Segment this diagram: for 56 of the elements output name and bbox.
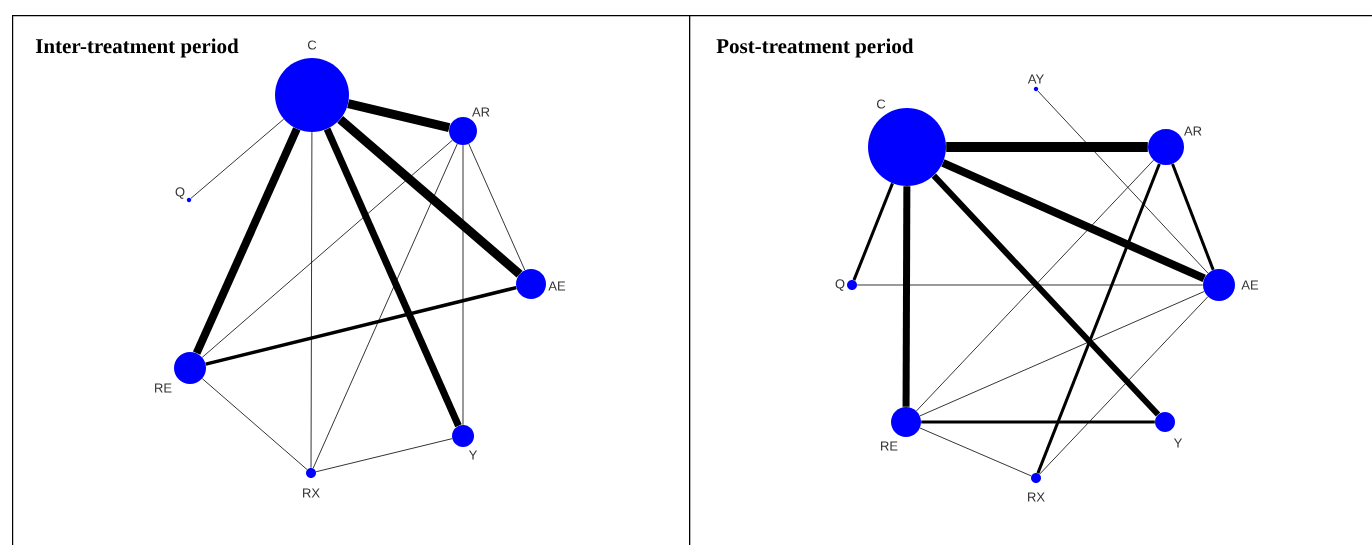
network-edge bbox=[192, 127, 301, 355]
network-edge bbox=[852, 182, 894, 281]
network-node: RE bbox=[155, 352, 206, 393]
node-label: AR bbox=[472, 107, 490, 117]
network-node: C bbox=[868, 99, 946, 186]
network-edge bbox=[946, 142, 1148, 152]
node-label: AR bbox=[1184, 126, 1202, 136]
network-edge bbox=[1036, 163, 1161, 474]
node-label: RE bbox=[155, 383, 172, 393]
network-edge bbox=[310, 131, 313, 469]
network-node: AE bbox=[1203, 269, 1259, 301]
network-node: RX bbox=[1028, 473, 1045, 502]
node-label: AY bbox=[1027, 74, 1044, 84]
network-edge bbox=[312, 143, 458, 469]
node-label: RE bbox=[881, 441, 898, 451]
network-node: AY bbox=[1027, 74, 1044, 92]
network-edge bbox=[347, 99, 451, 133]
node-label: RX bbox=[1028, 492, 1045, 502]
network-edge bbox=[323, 127, 462, 428]
network-node: AR bbox=[449, 107, 490, 145]
network-edge bbox=[462, 144, 464, 426]
node-label: C bbox=[307, 40, 317, 50]
network-edge bbox=[1171, 163, 1215, 271]
network-edge bbox=[205, 285, 517, 366]
network-node: Y bbox=[1155, 412, 1183, 448]
network-node: Q bbox=[835, 279, 857, 291]
node-label: RX bbox=[303, 488, 320, 498]
node-label: Q bbox=[835, 279, 845, 291]
network-edge bbox=[337, 115, 523, 278]
network-edge bbox=[468, 143, 526, 271]
network-node: RX bbox=[303, 468, 320, 498]
network-edge bbox=[916, 159, 1154, 412]
network-edge bbox=[1039, 296, 1209, 475]
network-edge bbox=[919, 291, 1205, 417]
node-label: C bbox=[876, 99, 886, 109]
network-node: C bbox=[275, 40, 349, 132]
network-edge bbox=[1037, 90, 1209, 274]
node-label: Q bbox=[175, 187, 185, 199]
node-label: Y bbox=[468, 450, 478, 460]
network-node: Q bbox=[175, 187, 192, 203]
network-edge bbox=[919, 427, 1032, 477]
network-edge bbox=[201, 139, 453, 358]
network-node: Y bbox=[452, 425, 478, 460]
network-node: AR bbox=[1148, 126, 1202, 165]
network-node: RE bbox=[881, 407, 921, 451]
network-edge bbox=[190, 118, 285, 199]
network-edge bbox=[921, 420, 1155, 424]
node-label: Y bbox=[1173, 438, 1183, 448]
network-edge bbox=[931, 173, 1161, 417]
network-edge bbox=[856, 284, 1204, 286]
network-node: AE bbox=[516, 269, 566, 299]
network-edge bbox=[201, 378, 308, 470]
node-label: AE bbox=[1241, 280, 1259, 290]
network-edge bbox=[941, 159, 1206, 283]
network-edge bbox=[315, 438, 453, 473]
node-label: AE bbox=[548, 281, 566, 291]
